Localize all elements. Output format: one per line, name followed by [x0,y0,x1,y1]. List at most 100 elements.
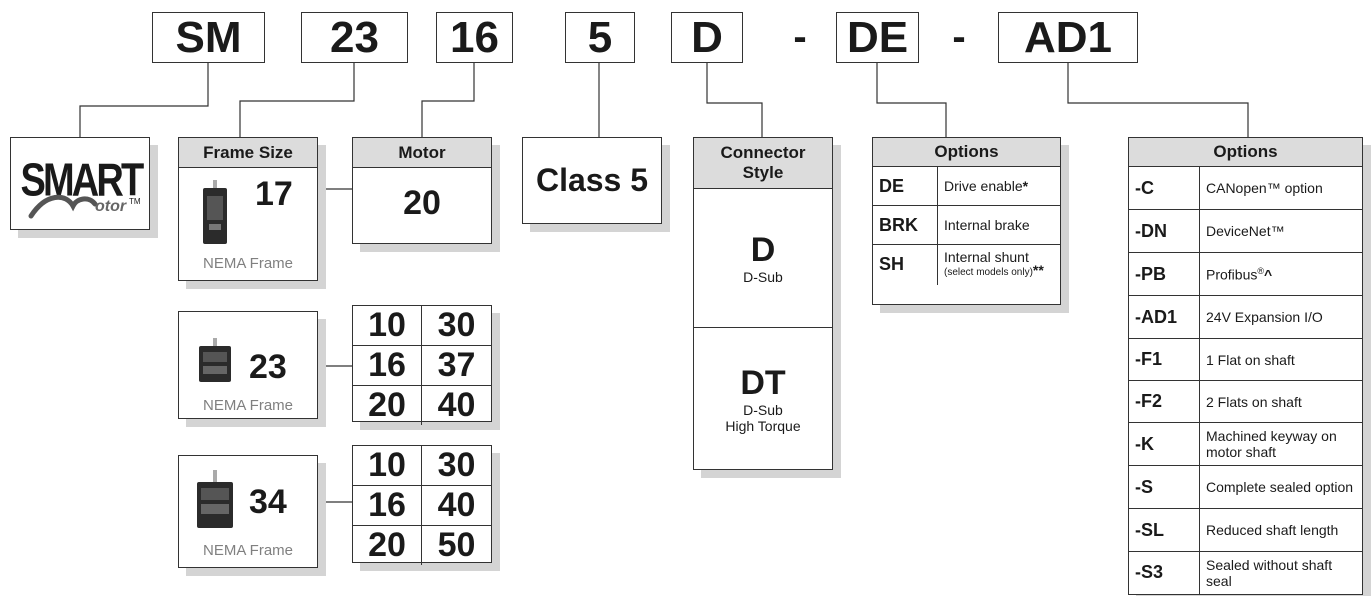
option-row: -AD1 24V Expansion I/O [1129,295,1362,339]
option-code: -K [1129,422,1200,466]
options-a-header: Options [873,138,1060,166]
motor-image-17 [203,180,227,244]
options-a-panel: Options DE Drive enable* BRK Internal br… [872,137,1061,305]
frame-34-box: 34 NEMA Frame [178,455,318,568]
option-row: -S3 Sealed without shaft seal [1129,551,1362,594]
option-row: -C CANopen™ option [1129,166,1362,210]
motor-cell: 20 [353,526,422,565]
connector-style-panel: Connector Style D D-Sub DT D-Sub High To… [693,137,833,470]
connector-code: D [750,231,776,269]
motor-cell: 10 [353,306,422,346]
option-row: -SL Reduced shaft length [1129,508,1362,552]
motor-cell: 37 [422,346,491,386]
frame-number-34: 34 [249,483,287,521]
frame-size-panel: Frame Size 17 NEMA Frame [178,137,318,281]
motor-cell: 40 [422,486,491,526]
motor-panel: Motor 20 [352,137,492,244]
motor-cell: 50 [437,526,476,564]
option-code: -C [1129,166,1200,210]
motor-image-34 [197,470,233,528]
motor-grid-23: 10 30 16 37 20 40 [352,305,492,425]
svg-text:otor: otor [95,198,127,215]
option-desc: 24V Expansion I/O [1199,295,1362,339]
frame-caption: NEMA Frame [202,397,293,414]
option-row: BRK Internal brake [873,205,1060,245]
motor-cell: 16 [353,486,422,526]
part-segment-option-a: DE [836,12,919,63]
option-code: -PB [1129,252,1200,296]
frame-size-header: Frame Size [179,138,317,168]
smartmotor-logo: SMART otor TM [10,137,150,230]
frame-caption: NEMA Frame [202,542,293,559]
motor-value-17: 20 [403,184,441,222]
option-row: -PB Profibus®^ [1129,252,1362,296]
connector-desc: High Torque [725,418,801,434]
motor-cell: 20 [353,386,422,425]
option-row: SH Internal shunt (select models only)** [873,244,1060,285]
part-segment-option-b: AD1 [998,12,1138,63]
frame-caption: NEMA Frame [202,255,293,272]
part-separator: - [793,15,807,59]
svg-text:TM: TM [129,197,141,206]
option-desc: Reduced shaft length [1199,508,1362,552]
option-code: -SL [1129,508,1200,552]
frame-number-23: 23 [249,348,287,386]
connector-desc: D-Sub [743,402,783,418]
option-code: -S3 [1129,551,1200,594]
connector-code: DT [740,364,786,402]
option-code: DE [873,166,938,206]
connector-style-header: Connector Style [694,138,832,189]
options-b-header: Options [1129,138,1362,166]
motor-cell: 30 [422,306,491,346]
connector-desc: D-Sub [743,269,783,285]
option-desc: Machined keyway on motor shaft [1199,422,1362,466]
option-desc: 1 Flat on shaft [1199,338,1362,381]
option-desc: DeviceNet™ [1199,209,1362,253]
option-code: -F2 [1129,380,1200,423]
part-segment-frame: 23 [301,12,408,63]
option-desc: Profibus®^ [1199,252,1362,296]
option-row: -DN DeviceNet™ [1129,209,1362,253]
motor-image-23 [199,338,231,382]
option-code: BRK [873,205,938,245]
option-code: -S [1129,465,1200,509]
option-desc: Complete sealed option [1199,465,1362,509]
options-a-table: DE Drive enable* BRK Internal brake SH I… [873,166,1060,285]
option-desc: Internal brake [937,205,1060,245]
option-row: -F2 2 Flats on shaft [1129,380,1362,423]
option-code: SH [873,244,938,285]
part-segment-series: SM [152,12,265,63]
options-b-table: -C CANopen™ option -DN DeviceNet™ -PB Pr… [1129,166,1362,594]
option-desc: 2 Flats on shaft [1199,380,1362,423]
option-row: -K Machined keyway on motor shaft [1129,422,1362,466]
connector-option-dt: DT D-Sub High Torque [694,328,832,470]
motor-cell: 16 [353,346,422,386]
option-code: -AD1 [1129,295,1200,339]
option-desc: CANopen™ option [1199,166,1362,210]
option-desc: Sealed without shaft seal [1199,551,1362,594]
part-segment-connector: D [671,12,743,63]
smartmotor-logo-mark: SMART otor TM [21,154,147,219]
motor-cell: 30 [422,446,491,486]
part-separator: - [952,15,966,59]
option-row: -S Complete sealed option [1129,465,1362,509]
part-segment-class: 5 [565,12,635,63]
motor-cell: 40 [437,386,476,424]
options-b-panel: Options -C CANopen™ option -DN DeviceNet… [1128,137,1363,595]
class-box: Class 5 [522,137,662,224]
option-code: -DN [1129,209,1200,253]
option-code: -F1 [1129,338,1200,381]
option-desc: Internal shunt (select models only)** [937,244,1060,285]
motor-grid-34: 10 30 16 40 20 50 [352,445,492,565]
part-segment-motor: 16 [436,12,513,63]
option-row: DE Drive enable* [873,166,1060,206]
motor-header: Motor [353,138,491,168]
motor-cell: 10 [353,446,422,486]
option-desc: Drive enable* [937,166,1060,206]
frame-number-17: 17 [255,175,293,213]
frame-23-box: 23 NEMA Frame [178,311,318,419]
class-label: Class 5 [535,162,649,198]
connector-option-d: D D-Sub [694,189,832,328]
option-row: -F1 1 Flat on shaft [1129,338,1362,381]
